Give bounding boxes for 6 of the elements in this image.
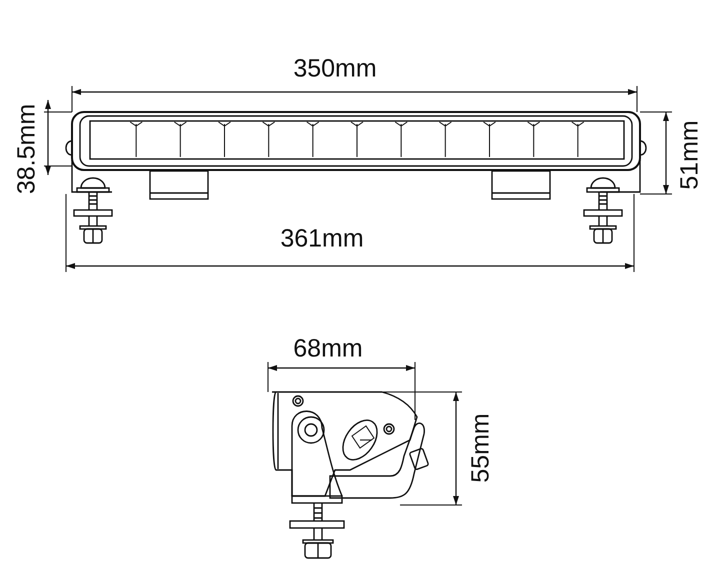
dimension-label: 68mm <box>293 336 363 362</box>
dimension-label: 51mm <box>678 120 702 190</box>
dimension-label: 38.5mm <box>14 104 40 194</box>
dimension-label: 361mm <box>280 226 364 252</box>
dimension-label: 350mm <box>293 56 377 82</box>
dimension-label: 55mm <box>468 413 494 483</box>
